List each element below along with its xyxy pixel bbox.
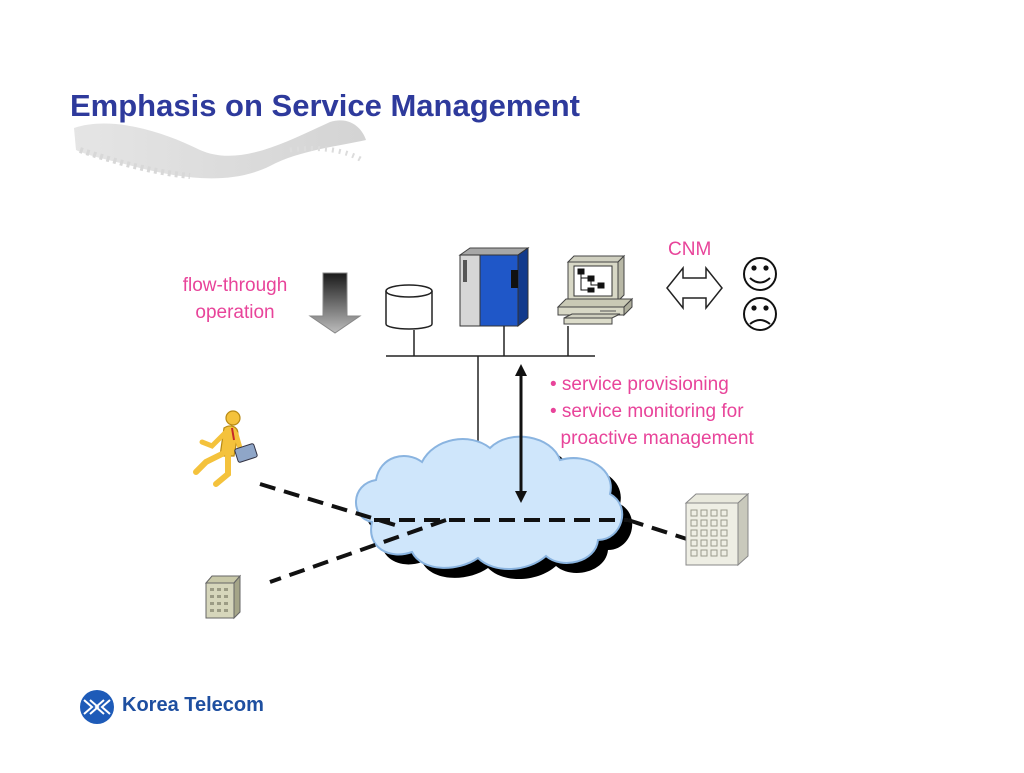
happy-face-icon xyxy=(743,257,777,291)
title-swoosh xyxy=(74,120,366,179)
cnm-double-arrow xyxy=(666,265,723,311)
flow-label-line2: operation xyxy=(195,302,275,323)
server-icon xyxy=(458,247,530,328)
bullet-item: • service monitoring for xyxy=(550,401,744,422)
sad-face-icon xyxy=(743,297,777,331)
flow-down-arrow xyxy=(308,272,362,334)
flow-through-label: flow-through operation xyxy=(160,272,310,326)
slide-title: Emphasis on Service Management xyxy=(70,88,580,123)
network-cloud xyxy=(355,435,633,580)
cnm-label: CNM xyxy=(668,239,712,260)
small-building-icon xyxy=(204,574,242,620)
bullet-item: • service provisioning xyxy=(550,374,729,395)
dashed-links xyxy=(259,482,691,584)
workstation-icon xyxy=(556,254,634,325)
tree-chart-icon xyxy=(577,268,605,293)
database-icon xyxy=(385,284,433,330)
mobile-user-icon xyxy=(193,410,258,487)
flow-label-line1: flow-through xyxy=(182,275,288,296)
office-building-icon xyxy=(684,492,750,567)
service-bullet-list: • service provisioning • service monitor… xyxy=(550,371,754,452)
management-double-arrow xyxy=(515,364,527,503)
bullet-item: proactive management xyxy=(550,428,754,449)
brand-name: Korea Telecom xyxy=(122,694,264,716)
network-bus xyxy=(386,326,595,445)
korea-telecom-logo-icon xyxy=(80,690,114,724)
